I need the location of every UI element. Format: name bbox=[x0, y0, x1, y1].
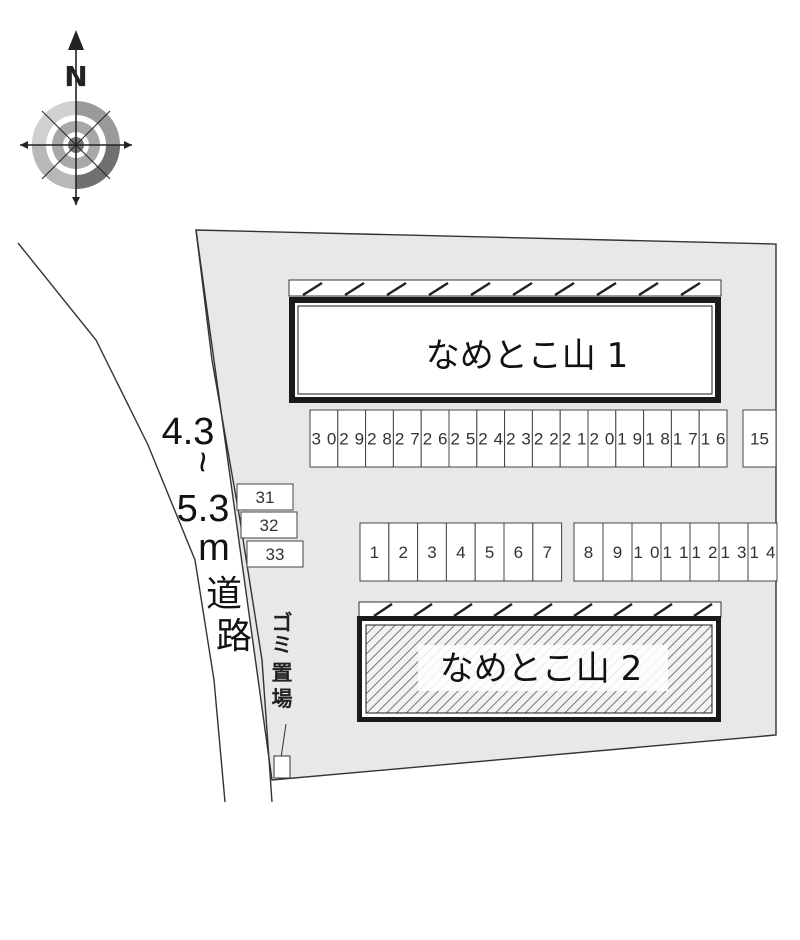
parking-space-number: 2 bbox=[398, 543, 407, 562]
parking-space-number: 5 bbox=[485, 543, 494, 562]
road-edge-right bbox=[195, 229, 273, 803]
parking-space-11: 11 bbox=[660, 522, 691, 582]
garbage-char-1: ゴ bbox=[272, 611, 293, 635]
road-tilde: ~ bbox=[181, 451, 223, 473]
road-unit: m bbox=[198, 527, 230, 569]
road-label: 4.3 ~ 5.3 m 道 路 bbox=[162, 411, 252, 657]
garbage-box bbox=[273, 755, 291, 779]
parking-space-19: 19 bbox=[615, 409, 645, 468]
parking-space-number: 32 bbox=[260, 516, 279, 535]
parking-space-number: 7 bbox=[542, 543, 551, 562]
parking-space-33: 33 bbox=[246, 540, 304, 568]
parking-space-3: 3 bbox=[417, 522, 447, 582]
parking-space-number: 4 bbox=[456, 543, 465, 562]
parking-space-number: 33 bbox=[266, 545, 285, 564]
garbage-char-3: 置 bbox=[272, 661, 293, 685]
parking-space-27: 27 bbox=[392, 409, 422, 468]
parking-space-25: 25 bbox=[448, 409, 478, 468]
parking-space-15: 15 bbox=[742, 409, 777, 468]
parking-space-31: 31 bbox=[236, 483, 294, 511]
parking-space-4: 4 bbox=[445, 522, 476, 582]
building-1: なめとこ山 1 bbox=[288, 279, 722, 403]
parking-space-1: 1 bbox=[359, 522, 390, 582]
parking-space-23: 23 bbox=[504, 409, 533, 468]
parking-space-29: 29 bbox=[337, 409, 367, 468]
parking-space-14: 14 bbox=[747, 522, 778, 582]
parking-space-number: 15 bbox=[750, 430, 769, 449]
parking-space-8: 8 bbox=[573, 522, 604, 582]
parking-space-5: 5 bbox=[474, 522, 505, 582]
parking-space-30: 30 bbox=[309, 409, 339, 468]
parking-space-number: 31 bbox=[256, 488, 275, 507]
parking-space-20: 20 bbox=[587, 409, 617, 468]
parking-space-number: 8 bbox=[584, 543, 593, 562]
parking-space-2: 2 bbox=[388, 522, 419, 582]
parking-space-17: 17 bbox=[670, 409, 700, 468]
compass-north-label: N bbox=[64, 60, 87, 93]
parking-space-18: 18 bbox=[643, 409, 672, 468]
road-edge-left bbox=[17, 242, 226, 803]
building-2: なめとこ山 2 bbox=[357, 601, 722, 722]
parking-space-6: 6 bbox=[503, 522, 534, 582]
parking-space-10: 10 bbox=[631, 522, 662, 582]
compass-icon: N bbox=[20, 30, 132, 205]
garbage-char-2: ミ bbox=[272, 633, 293, 657]
building-2-name: なめとこ山 2 bbox=[440, 649, 642, 689]
parking-space-24: 24 bbox=[476, 409, 506, 468]
parking-space-12: 12 bbox=[689, 522, 720, 582]
parking-space-13: 13 bbox=[718, 522, 749, 582]
parking-space-number: 3 bbox=[427, 543, 436, 562]
road-char-2: 路 bbox=[216, 616, 252, 657]
parking-space-7: 7 bbox=[532, 522, 563, 582]
garbage-char-4: 場 bbox=[272, 687, 293, 711]
parking-space-9: 9 bbox=[602, 522, 633, 582]
parking-space-number: 6 bbox=[514, 543, 523, 562]
parking-space-22: 22 bbox=[531, 409, 561, 468]
road-width-from: 4.3 bbox=[162, 411, 215, 453]
parking-space-number: 1 bbox=[370, 543, 379, 562]
road-width-to: 5.3 bbox=[177, 488, 230, 530]
parking-space-26: 26 bbox=[420, 409, 450, 468]
parking-space-number: 9 bbox=[613, 543, 622, 562]
building-1-name: なめとこ山 1 bbox=[426, 336, 628, 376]
parking-space-21: 21 bbox=[559, 409, 589, 468]
parking-space-16: 16 bbox=[698, 409, 728, 468]
garbage-area: ゴ ミ 置 場 bbox=[272, 611, 293, 779]
road-char-1: 道 bbox=[206, 574, 242, 615]
parking-space-32: 32 bbox=[240, 511, 298, 539]
parking-space-28: 28 bbox=[365, 409, 394, 468]
